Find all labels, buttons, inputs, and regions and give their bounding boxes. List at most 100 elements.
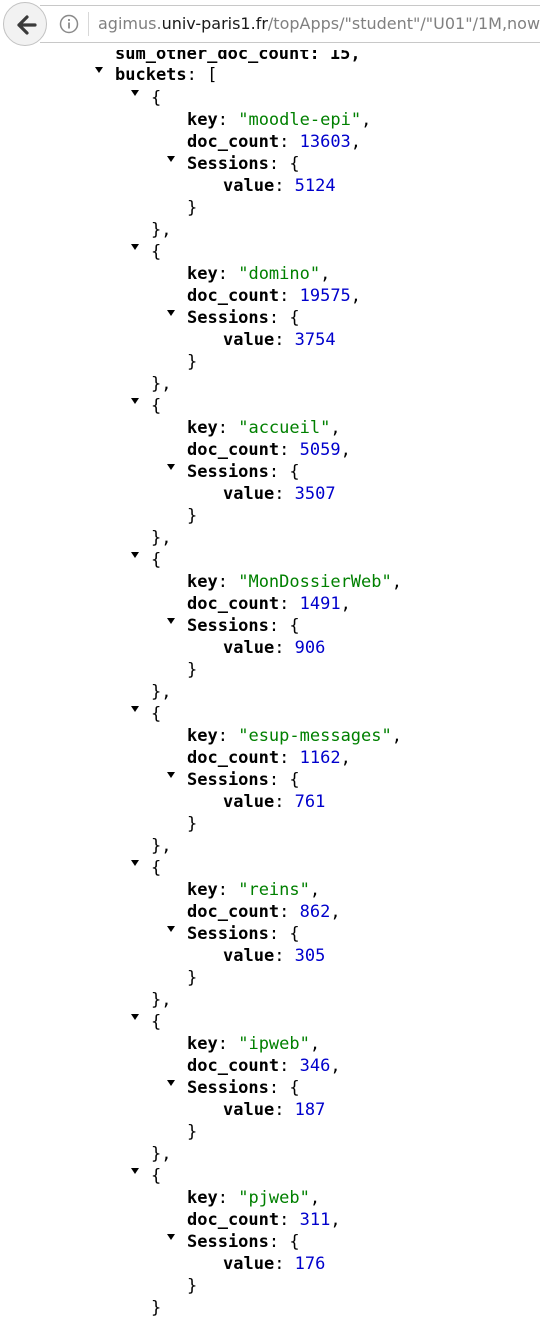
collapse-toggle-sessions[interactable] <box>167 310 175 316</box>
collapse-toggle-sessions[interactable] <box>167 156 175 162</box>
collapse-toggle-bucket[interactable] <box>131 552 139 558</box>
collapse-toggle-bucket[interactable] <box>131 1168 139 1174</box>
comma: , <box>330 418 341 438</box>
quote: " <box>309 264 321 284</box>
property-key: Sessions <box>187 924 269 944</box>
bucket-open: { <box>151 241 161 263</box>
colon: : <box>217 1188 239 1208</box>
property-key: value <box>223 1254 275 1274</box>
bucket-close: }, <box>151 989 171 1011</box>
colon: : <box>274 1254 295 1274</box>
collapse-toggle-bucket[interactable] <box>131 706 139 712</box>
quote: " <box>299 880 310 900</box>
collapse-toggle-sessions[interactable] <box>167 1234 175 1240</box>
property-key: doc_count <box>187 748 280 768</box>
quote: " <box>238 1034 249 1054</box>
collapse-toggle-bucket[interactable] <box>131 90 139 96</box>
sessions-value-line: value: 305 <box>223 945 325 967</box>
buckets-line: buckets: [ <box>115 65 218 85</box>
colon: : <box>279 440 300 460</box>
bucket-key-line: key: "moodle-epi", <box>187 109 371 131</box>
quote: " <box>350 110 362 130</box>
property-key: Sessions <box>187 308 269 328</box>
property-key: key <box>187 1034 218 1054</box>
brace: }, <box>151 1144 172 1164</box>
sessions-line: Sessions: { <box>187 153 300 175</box>
brace: { <box>151 242 162 262</box>
colon: : { <box>268 154 300 174</box>
bucket-key-line: key: "reins", <box>187 879 320 901</box>
property-key: doc_count <box>187 594 280 614</box>
brace: } <box>187 814 198 834</box>
collapse-toggle-sessions[interactable] <box>167 1080 175 1086</box>
property-key: value <box>223 946 275 966</box>
doc-count-value: 13603 <box>299 132 351 152</box>
colon: : <box>274 1100 295 1120</box>
brace: { <box>151 550 162 570</box>
sessions-value: 3507 <box>294 484 336 504</box>
property-key: key <box>187 726 218 746</box>
bucket-key-value: reins <box>248 880 300 900</box>
comma: , <box>350 286 362 306</box>
colon: : <box>279 1056 300 1076</box>
brace: } <box>187 968 198 988</box>
brace: }, <box>151 220 172 240</box>
bucket-doc-count-line: doc_count: 1162, <box>187 747 351 769</box>
brace: } <box>187 1276 198 1296</box>
collapse-toggle-bucket[interactable] <box>131 244 139 250</box>
property-key: doc_count <box>187 440 280 460</box>
comma: , <box>330 902 341 922</box>
collapse-toggle-sessions[interactable] <box>167 618 175 624</box>
back-button[interactable] <box>3 2 47 46</box>
sessions-value: 5124 <box>294 176 336 196</box>
bucket-close: }, <box>151 527 171 549</box>
bucket-key-line: key: "pjweb", <box>187 1187 320 1209</box>
collapse-toggle-sessions[interactable] <box>167 772 175 778</box>
bucket-key-line: key: "MonDossierWeb", <box>187 571 402 593</box>
sessions-value-line: value: 176 <box>223 1253 325 1275</box>
sessions-line: Sessions: { <box>187 1231 300 1253</box>
bucket-key-value: accueil <box>248 418 321 438</box>
quote: " <box>238 726 249 746</box>
sessions-line: Sessions: { <box>187 1077 300 1099</box>
collapse-toggle-sessions[interactable] <box>167 926 175 932</box>
brace: } <box>187 198 198 218</box>
collapse-toggle-buckets[interactable] <box>95 67 103 73</box>
collapse-toggle-sessions[interactable] <box>167 464 175 470</box>
colon: : <box>274 792 295 812</box>
sessions-line: Sessions: { <box>187 461 300 483</box>
property-key: value <box>223 330 275 350</box>
info-icon[interactable] <box>59 14 79 34</box>
colon: : <box>217 880 239 900</box>
colon: : <box>217 264 239 284</box>
collapse-toggle-bucket[interactable] <box>131 1014 139 1020</box>
bucket-key-value: pjweb <box>248 1188 300 1208</box>
property-key: Sessions <box>187 154 269 174</box>
sessions-close: } <box>187 659 197 681</box>
brace: { <box>151 88 162 108</box>
comma: , <box>309 880 321 900</box>
url-bar[interactable] <box>40 5 540 43</box>
bucket-key-line: key: "domino", <box>187 263 330 285</box>
quote: " <box>299 1034 310 1054</box>
quote: " <box>238 1188 249 1208</box>
collapse-toggle-bucket[interactable] <box>131 860 139 866</box>
url-text[interactable]: agimus.univ-paris1.fr/topApps/"student"/… <box>98 14 540 33</box>
bucket-close: } <box>151 1297 161 1319</box>
bucket-doc-count-line: doc_count: 346, <box>187 1055 341 1077</box>
comma: , <box>340 748 351 768</box>
sessions-close: } <box>187 1121 197 1143</box>
bucket-close: }, <box>151 1143 171 1165</box>
colon: : { <box>268 770 300 790</box>
bucket-doc-count-line: doc_count: 311, <box>187 1209 341 1231</box>
doc-count-value: 1491 <box>299 594 341 614</box>
quote: " <box>381 726 392 746</box>
colon: : { <box>268 308 300 328</box>
colon: : <box>217 726 239 746</box>
collapse-toggle-bucket[interactable] <box>131 398 139 404</box>
colon: : <box>274 330 295 350</box>
colon: : <box>274 946 295 966</box>
property-key: key <box>187 418 218 438</box>
brace: }, <box>151 374 172 394</box>
sessions-close: } <box>187 813 197 835</box>
